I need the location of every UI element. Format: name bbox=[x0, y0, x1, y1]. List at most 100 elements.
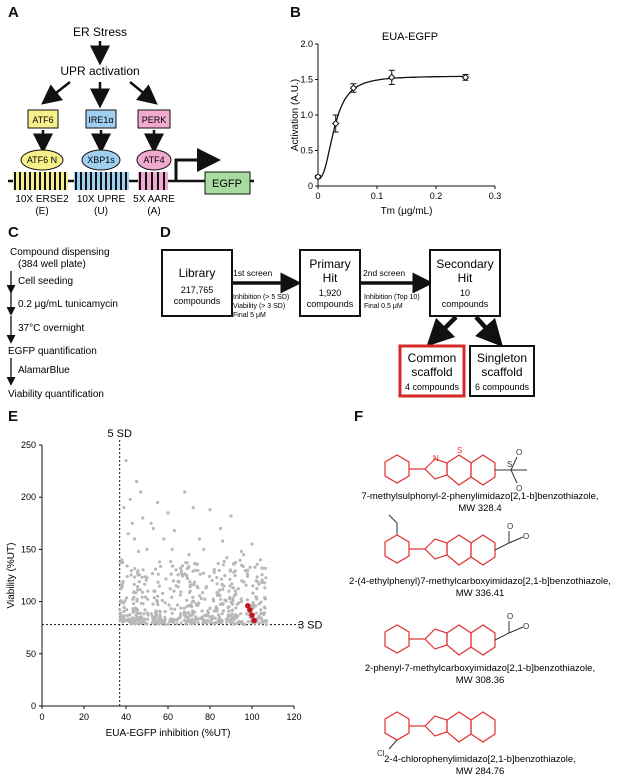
chart-e-point bbox=[218, 593, 222, 597]
chart-e-point bbox=[156, 594, 160, 598]
chart-b-xtick-label: 0.1 bbox=[371, 191, 384, 201]
chart-e-point bbox=[118, 608, 122, 612]
chart-e-point bbox=[257, 602, 261, 606]
panel-letter-c: C bbox=[8, 224, 19, 241]
secondary-title2: Hit bbox=[458, 271, 473, 285]
chart-e-point bbox=[140, 575, 144, 579]
chart-e-point bbox=[207, 615, 211, 619]
chart-e-point bbox=[149, 521, 153, 525]
chart-e-point bbox=[179, 606, 183, 610]
step-compound-dispensing: Compound dispensing bbox=[10, 247, 110, 258]
svg-text:N: N bbox=[433, 454, 439, 463]
chart-e-point bbox=[218, 588, 222, 592]
xbp1s-label: XBP1s bbox=[87, 155, 115, 165]
aare-elements bbox=[138, 172, 168, 190]
perk-box bbox=[137, 109, 171, 129]
chart-e-point bbox=[176, 617, 180, 621]
atf6-box bbox=[27, 109, 59, 129]
chart-e-point bbox=[132, 537, 136, 541]
chart-e-point bbox=[185, 576, 189, 581]
chart-e-point bbox=[125, 575, 129, 579]
chart-e-point bbox=[125, 608, 129, 612]
chart-e-point bbox=[118, 560, 122, 564]
chart-e-point bbox=[229, 514, 233, 518]
chart-e-point bbox=[157, 584, 161, 588]
compound-4-mw: MW 284.76 bbox=[456, 766, 505, 777]
chart-e-xtick-label: 120 bbox=[286, 712, 301, 722]
chart-e-ytick-label: 0 bbox=[31, 701, 36, 711]
chart-e-point bbox=[218, 526, 223, 531]
chart-e-point bbox=[245, 598, 249, 602]
chart-e-point bbox=[120, 585, 124, 589]
structure-4: Cl bbox=[377, 711, 496, 758]
structure-1: N S O O S bbox=[384, 446, 527, 493]
atf6n-ellipse bbox=[20, 149, 64, 171]
chart-e-point bbox=[229, 621, 233, 625]
chart-e-point bbox=[195, 584, 199, 588]
primary-title2: Hit bbox=[323, 271, 338, 285]
upr-label: UPR activation bbox=[60, 64, 139, 78]
svg-text:O: O bbox=[507, 612, 513, 621]
chart-e-point bbox=[212, 622, 216, 626]
chart-e-point bbox=[156, 572, 160, 576]
chart-e-point bbox=[238, 558, 242, 562]
chart-e-point bbox=[201, 618, 205, 622]
perk-label: PERK bbox=[142, 115, 167, 125]
chart-e-point bbox=[179, 621, 183, 625]
chart-e-point bbox=[128, 613, 132, 617]
step-viability: Viability quantification bbox=[8, 389, 104, 400]
secondary-unit: compounds bbox=[442, 299, 489, 309]
chart-e-point bbox=[163, 610, 167, 614]
chart-e-point bbox=[246, 620, 250, 624]
chart-e-point bbox=[175, 622, 179, 626]
chart-e-point bbox=[141, 602, 145, 606]
chart-e-xtick-label: 0 bbox=[39, 712, 44, 722]
chart-e-xtick-label: 100 bbox=[244, 712, 259, 722]
chart-e-point bbox=[146, 613, 150, 617]
chart-e-point bbox=[135, 607, 139, 611]
chart-e-point bbox=[122, 614, 126, 618]
chart-e-point bbox=[164, 577, 168, 581]
chart-e-point bbox=[166, 622, 170, 626]
chart-e-point bbox=[232, 594, 236, 598]
chart-e-point bbox=[240, 563, 244, 567]
chart-e-point bbox=[255, 562, 259, 566]
chart-e-point bbox=[210, 617, 214, 621]
chart-b-ytick-label: 1.0 bbox=[300, 110, 313, 120]
chart-e-point bbox=[160, 618, 164, 622]
compound-1-mw: MW 328.4 bbox=[458, 503, 501, 514]
chart-e-point bbox=[166, 511, 170, 515]
singleton-title1: Singleton bbox=[477, 351, 527, 365]
chart-e-point bbox=[145, 547, 149, 551]
chart-e-point bbox=[134, 591, 138, 595]
primary-box bbox=[299, 249, 361, 317]
chart-e-point bbox=[202, 547, 206, 551]
chart-e-point bbox=[163, 615, 167, 619]
chart-e-point bbox=[177, 580, 181, 584]
chart-e-point bbox=[171, 620, 175, 625]
chart-e-ytick-label: 250 bbox=[21, 440, 36, 450]
panel-f-structures: N S O O S 7-methylsulphonyl-2-phenylimid… bbox=[349, 446, 611, 777]
er-stress-label: ER Stress bbox=[73, 25, 127, 39]
chart-e-point bbox=[264, 622, 269, 627]
chart-e-point bbox=[237, 619, 241, 623]
upr-to-perk-arrow bbox=[129, 81, 158, 105]
chart-e-point bbox=[191, 506, 195, 510]
chart-e-point bbox=[221, 563, 225, 567]
chart-e-xtick-label: 80 bbox=[205, 712, 215, 722]
atf6-label: ATF6 bbox=[32, 115, 53, 125]
chart-e-point bbox=[232, 562, 236, 566]
library-box bbox=[161, 249, 233, 317]
chart-e-point bbox=[161, 591, 165, 595]
chart-e-point bbox=[144, 578, 148, 582]
chart-e-point bbox=[208, 621, 212, 625]
chart-b-xlabel: Tm (μg/mL) bbox=[381, 206, 433, 217]
chart-e-point bbox=[198, 572, 202, 576]
chart-e-hit-point bbox=[245, 602, 251, 609]
to-common-arrow bbox=[426, 315, 458, 347]
secondary-count: 10 bbox=[460, 288, 470, 298]
chart-e-point bbox=[121, 560, 125, 565]
chart-b-xtick-label: 0 bbox=[315, 191, 320, 201]
screen1-line1: Inhibition (> 5 SD) bbox=[233, 294, 289, 301]
chart-e-point bbox=[125, 564, 129, 568]
